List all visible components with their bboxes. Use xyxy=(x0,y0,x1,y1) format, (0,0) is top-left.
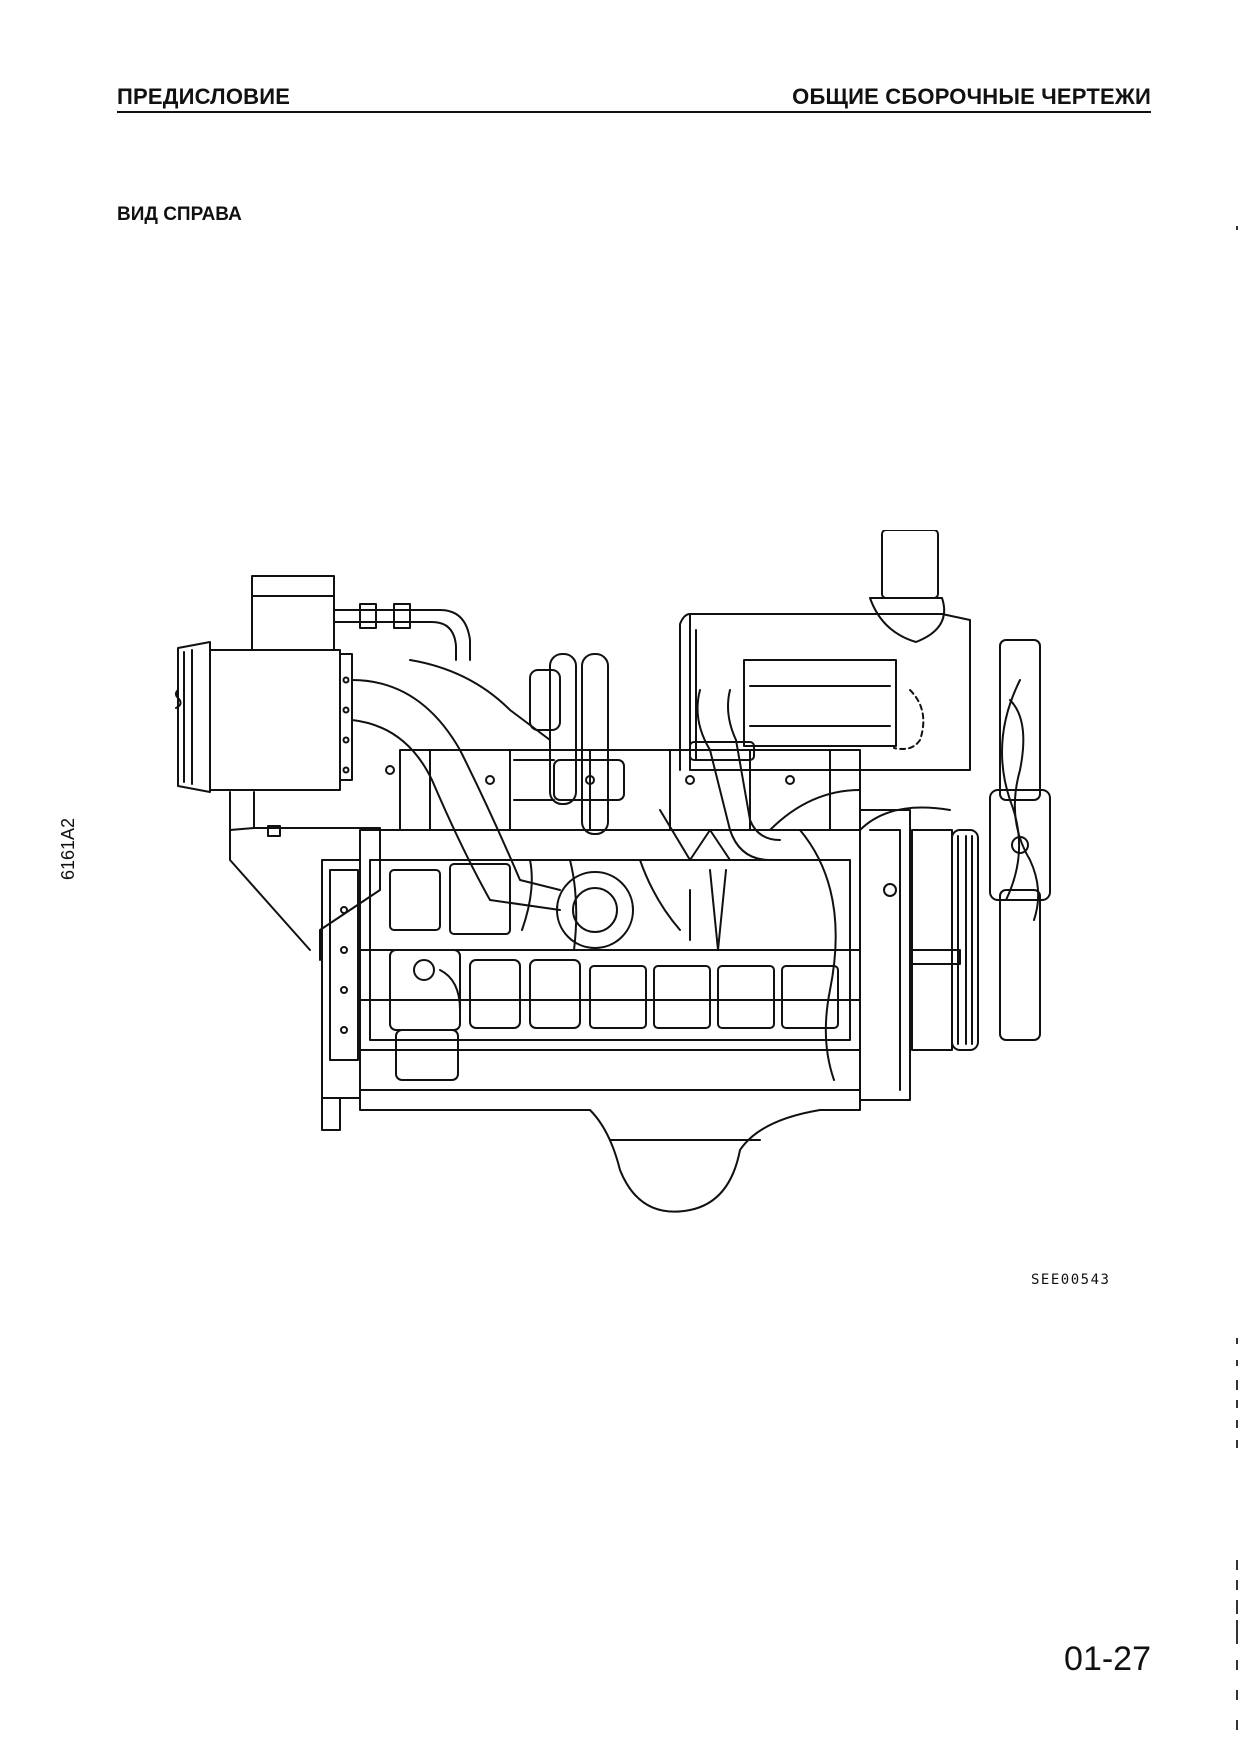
engine-drawing xyxy=(175,530,1051,1213)
cooling-fan xyxy=(989,639,1051,1041)
exhaust-elbow xyxy=(659,689,781,861)
piping xyxy=(521,789,861,1081)
figure-code: SEE00543 xyxy=(1031,1272,1111,1288)
side-code: 6161A2 xyxy=(58,817,78,880)
air-cleaner xyxy=(209,575,471,791)
section-title: ВИД СПРАВА xyxy=(117,204,242,225)
side-covers xyxy=(389,863,839,1029)
intake-pipe xyxy=(351,659,561,911)
header-right-title: ОБЩИЕ СБОРОЧНЫЕ ЧЕРТЕЖИ xyxy=(792,84,1151,109)
exhaust-muffler xyxy=(679,530,971,771)
air-intake-cone xyxy=(175,641,211,793)
page-number: 01-27 xyxy=(1064,1640,1151,1678)
turbocharger xyxy=(513,653,634,949)
crank-pulley xyxy=(951,829,979,1051)
front-cover xyxy=(859,806,961,1101)
flywheel-housing xyxy=(321,859,361,1131)
scan-edge-marks xyxy=(1234,0,1240,1754)
starter-motor xyxy=(389,949,461,1081)
oil-pan xyxy=(359,1089,861,1213)
header-rule xyxy=(117,111,1151,113)
header-left-title: ПРЕДИСЛОВИЕ xyxy=(117,84,291,109)
